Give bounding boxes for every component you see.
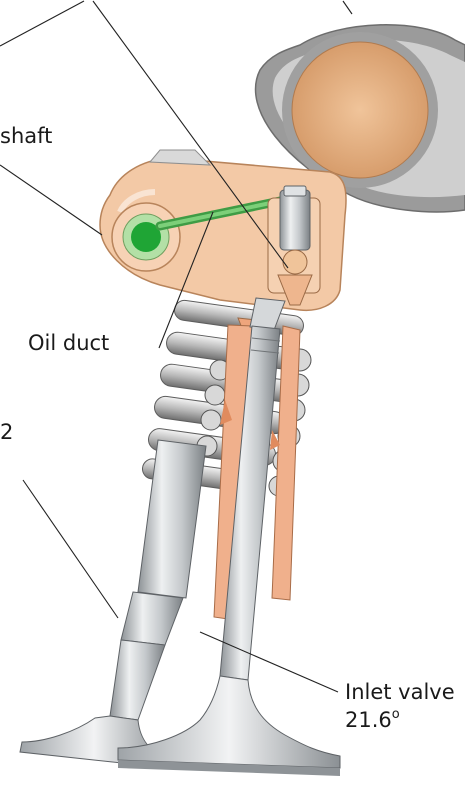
leader-left-valve bbox=[23, 480, 118, 618]
inlet-angle-label: 21.6o bbox=[345, 708, 400, 732]
oil-duct-label: Oil duct bbox=[28, 331, 109, 355]
leader-shaft bbox=[0, 165, 102, 235]
left-valve bbox=[20, 440, 206, 768]
shaft-label: shaft bbox=[0, 124, 52, 148]
leader-camshaft bbox=[343, 1, 352, 14]
leader-top-left bbox=[0, 1, 84, 46]
degree-symbol: o bbox=[392, 707, 400, 722]
rocker-arm bbox=[100, 150, 346, 310]
inlet-valve-label: Inlet valve bbox=[345, 680, 455, 704]
left-angle-label: 2 bbox=[0, 420, 13, 444]
inlet-angle-value: 21.6 bbox=[345, 708, 392, 732]
